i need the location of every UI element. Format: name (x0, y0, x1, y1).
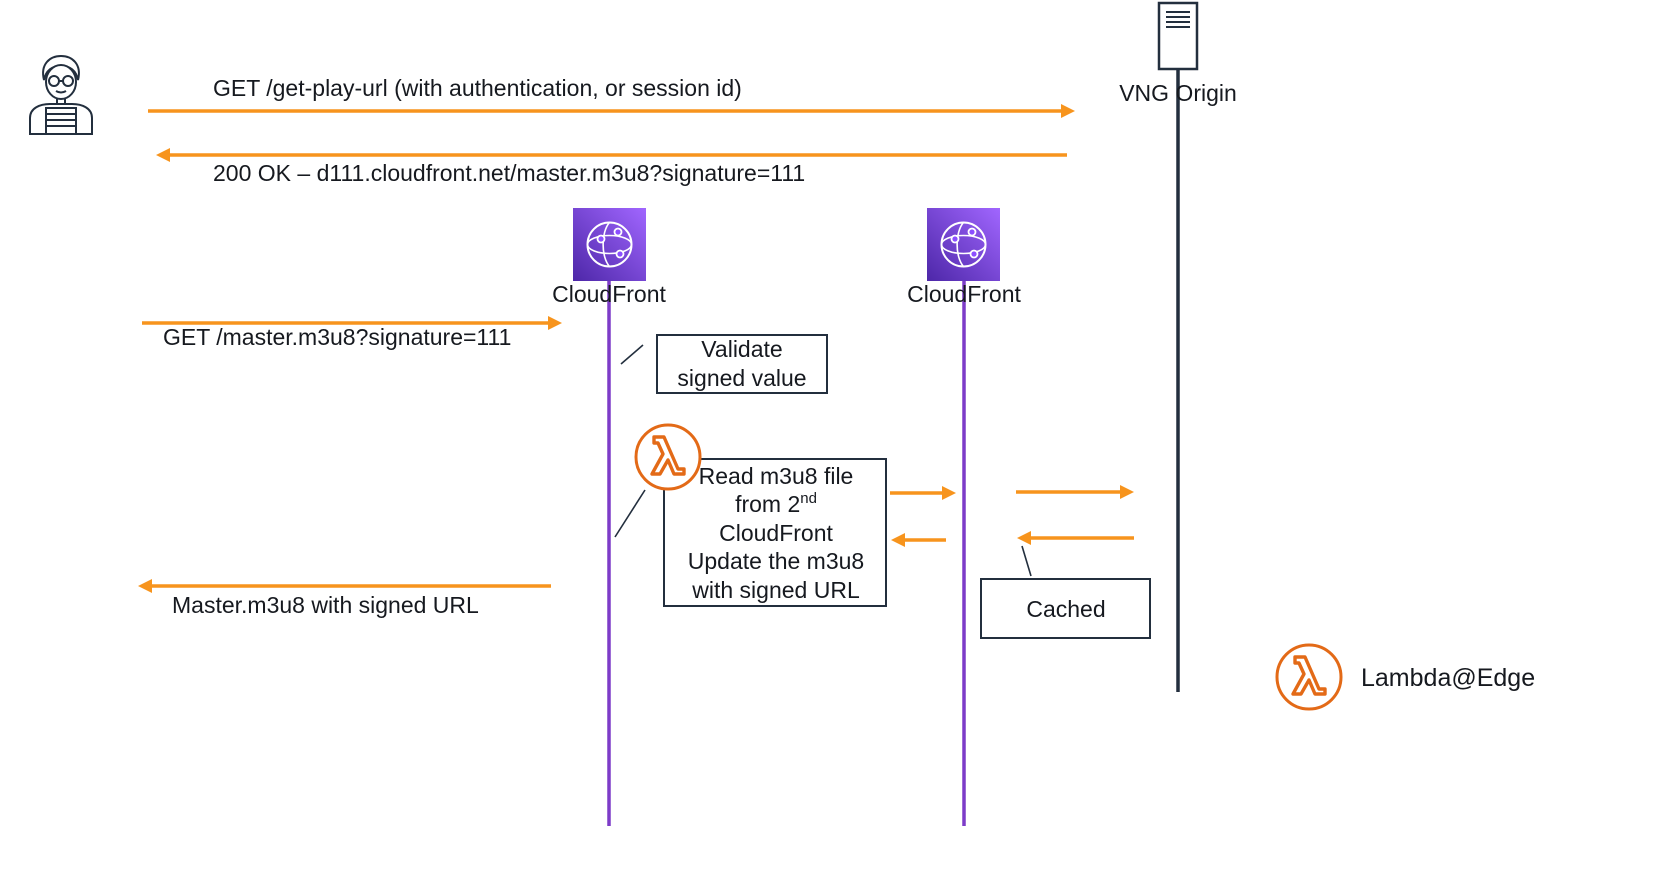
read-line-4: Update the m3u8 (688, 548, 864, 574)
get-play-url-arrowhead (1061, 104, 1075, 118)
master-signed-label: Master.m3u8 with signed URL (172, 592, 479, 618)
cloudfront-1-label: CloudFront (552, 281, 666, 307)
get-play-url-label: GET /get-play-url (with authentication, … (213, 75, 742, 101)
origin-to-cf2-arrowhead (1017, 531, 1031, 545)
read-line-1: Read m3u8 file (699, 463, 854, 489)
master-signed-arrowhead (138, 579, 152, 593)
cf2-to-cf1-arrowhead (891, 533, 905, 547)
get-master-arrowhead (548, 316, 562, 330)
lambda-icon (634, 423, 702, 491)
read-line-2: from 2nd (735, 490, 817, 517)
legend-lambda-label: Lambda@Edge (1361, 664, 1535, 692)
validate-note (656, 334, 828, 394)
cached-label: Cached (1026, 596, 1105, 622)
cached-connector (1021, 545, 1032, 577)
cf2-to-origin-arrowhead (1120, 485, 1134, 499)
read-line-3: CloudFront (719, 520, 833, 546)
lambda-icon (1275, 643, 1343, 711)
ok-response-label: 200 OK – d111.cloudfront.net/master.m3u8… (213, 160, 805, 186)
origin-label: VNG Origin (1119, 80, 1237, 106)
read-line-5: with signed URL (691, 577, 860, 603)
read-m3u8-note (663, 458, 887, 607)
cloudfront-2-label: CloudFront (907, 281, 1021, 307)
cloudfront-icon (927, 208, 1000, 281)
user-icon (29, 54, 93, 135)
validate-line-1: Validate (701, 336, 782, 362)
get-master-label: GET /master.m3u8?signature=111 (163, 324, 511, 350)
ok-response-arrowhead (156, 148, 170, 162)
validate-connector (620, 344, 644, 365)
cached-note (980, 578, 1151, 639)
cloudfront-icon (573, 208, 646, 281)
validate-line-2: signed value (677, 365, 806, 391)
server-icon (1157, 1, 1199, 71)
read-connector (614, 489, 646, 538)
cf1-to-cf2-arrowhead (942, 486, 956, 500)
